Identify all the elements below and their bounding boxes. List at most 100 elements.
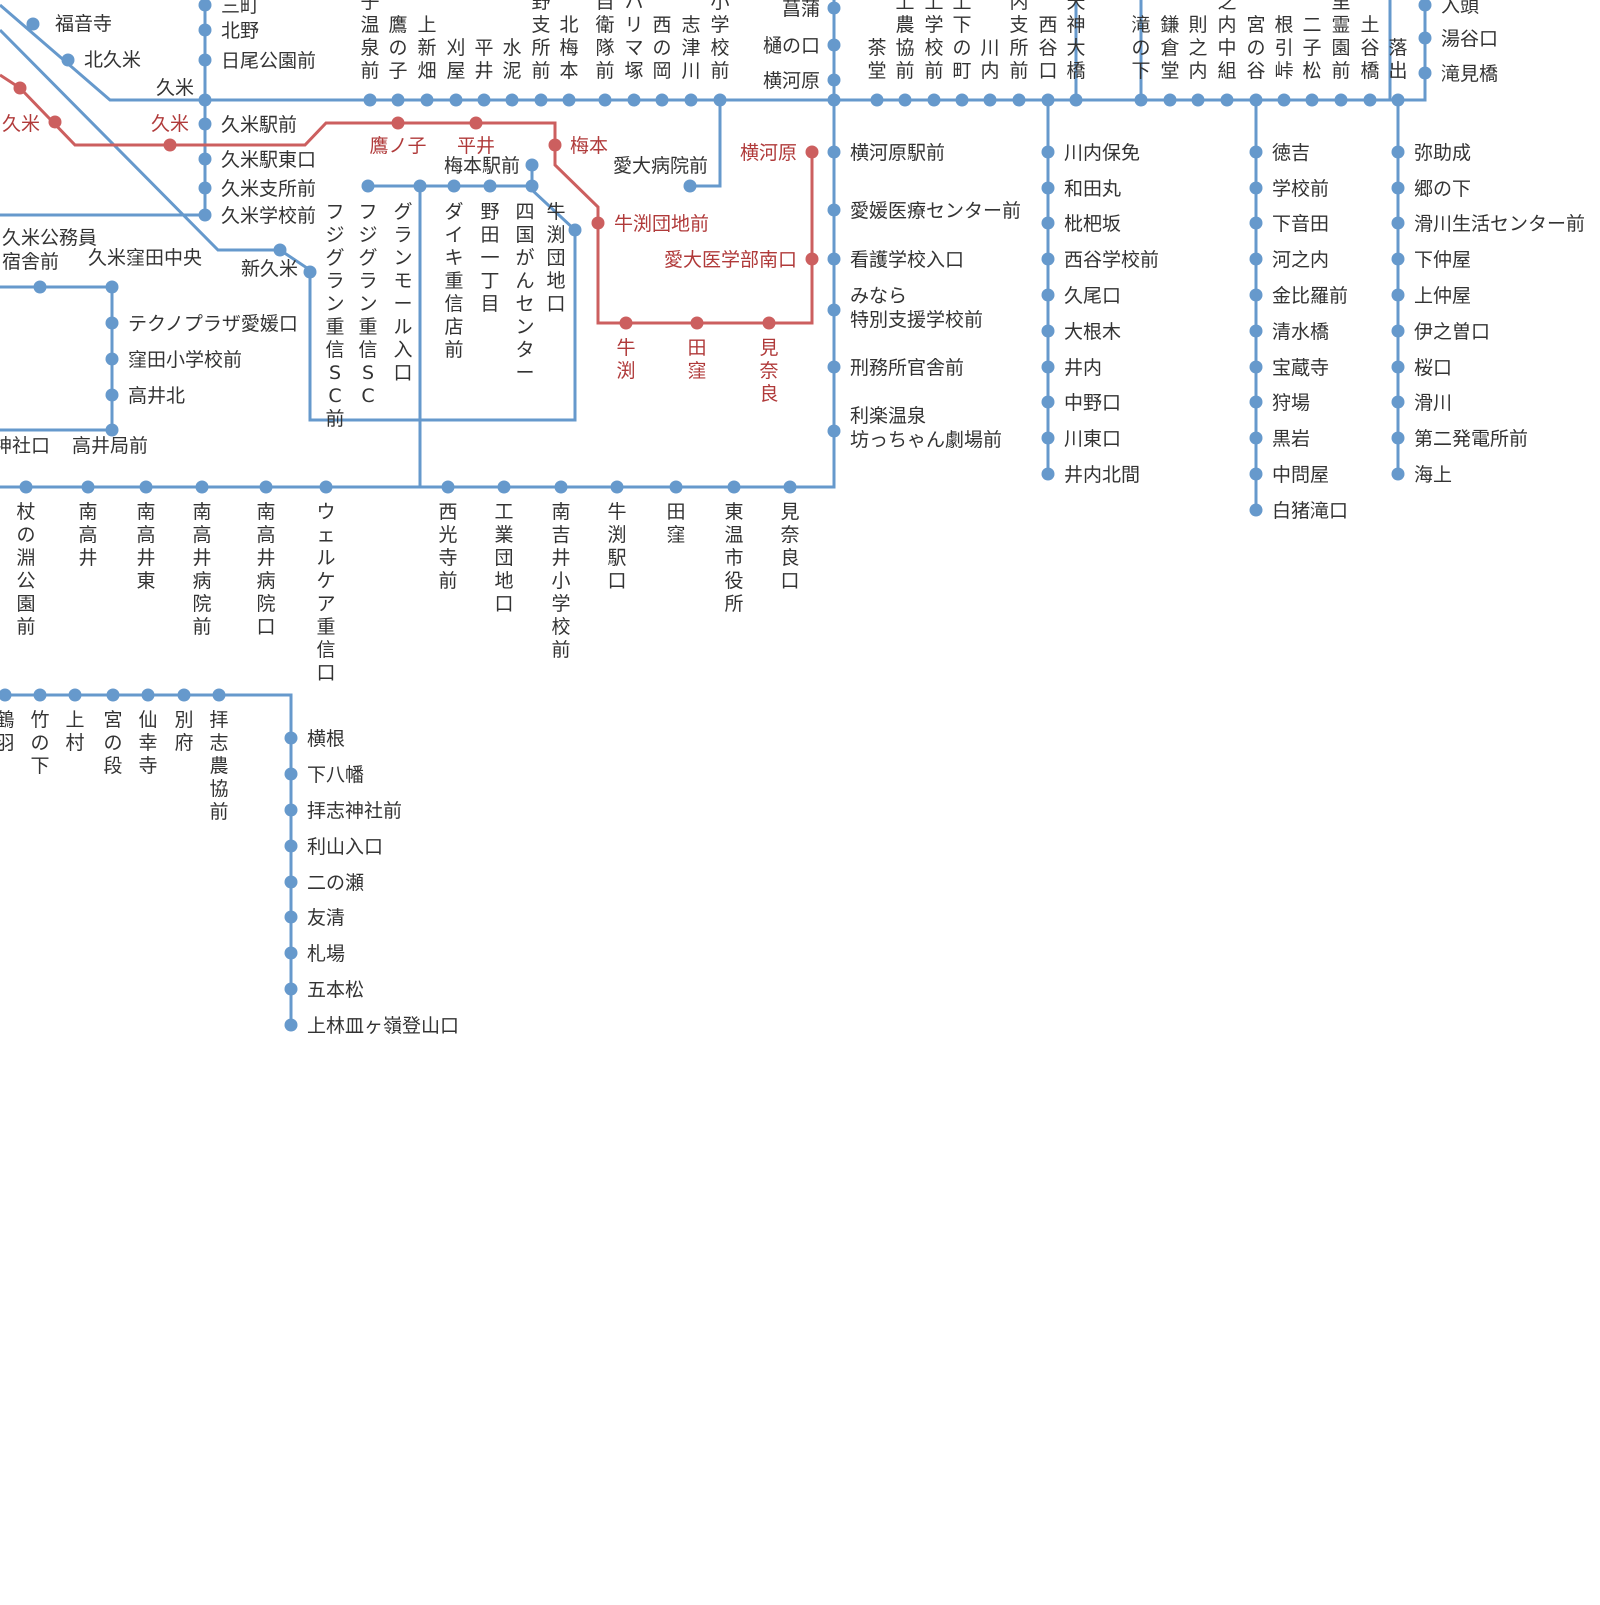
stop-marker[interactable]	[1305, 93, 1319, 107]
stop-marker[interactable]	[198, 93, 212, 107]
stop-marker[interactable]	[1249, 360, 1263, 374]
stop-marker[interactable]	[827, 145, 841, 159]
stop-marker[interactable]	[827, 252, 841, 266]
stop-marker[interactable]	[1249, 252, 1263, 266]
stop-marker[interactable]	[1041, 360, 1055, 374]
stop-marker[interactable]	[1249, 288, 1263, 302]
stop-marker[interactable]	[713, 93, 727, 107]
stop-marker[interactable]	[1418, 0, 1432, 12]
stop-marker[interactable]	[105, 352, 119, 366]
stop-marker[interactable]	[1391, 467, 1405, 481]
stop-marker[interactable]	[598, 93, 612, 107]
stop-marker[interactable]	[870, 93, 884, 107]
rail-station-marker[interactable]	[762, 316, 776, 330]
stop-marker[interactable]	[1391, 93, 1405, 107]
stop-marker[interactable]	[1134, 93, 1148, 107]
stop-marker[interactable]	[1220, 93, 1234, 107]
stop-marker[interactable]	[1163, 93, 1177, 107]
stop-marker[interactable]	[198, 53, 212, 67]
stop-marker[interactable]	[105, 423, 119, 437]
stop-marker[interactable]	[1363, 93, 1377, 107]
stop-marker[interactable]	[827, 38, 841, 52]
stop-marker[interactable]	[568, 223, 582, 237]
stop-marker[interactable]	[1391, 324, 1405, 338]
rail-station-marker[interactable]	[48, 115, 62, 129]
stop-marker[interactable]	[827, 203, 841, 217]
stop-marker[interactable]	[1391, 252, 1405, 266]
stop-marker[interactable]	[284, 946, 298, 960]
rail-station-marker[interactable]	[163, 138, 177, 152]
stop-marker[interactable]	[259, 480, 273, 494]
stop-marker[interactable]	[505, 93, 519, 107]
stop-marker[interactable]	[26, 17, 40, 31]
stop-marker[interactable]	[33, 280, 47, 294]
stop-marker[interactable]	[898, 93, 912, 107]
stop-marker[interactable]	[319, 480, 333, 494]
rail-station-marker[interactable]	[391, 116, 405, 130]
stop-marker[interactable]	[1249, 431, 1263, 445]
rail-station-marker[interactable]	[805, 252, 819, 266]
stop-marker[interactable]	[534, 93, 548, 107]
stop-marker[interactable]	[1391, 395, 1405, 409]
stop-marker[interactable]	[284, 803, 298, 817]
stop-marker[interactable]	[1041, 324, 1055, 338]
stop-marker[interactable]	[1249, 467, 1263, 481]
stop-marker[interactable]	[955, 93, 969, 107]
stop-marker[interactable]	[363, 93, 377, 107]
stop-marker[interactable]	[105, 388, 119, 402]
stop-marker[interactable]	[447, 179, 461, 193]
stop-marker[interactable]	[554, 480, 568, 494]
stop-marker[interactable]	[303, 265, 317, 279]
stop-marker[interactable]	[1249, 181, 1263, 195]
stop-marker[interactable]	[391, 93, 405, 107]
rail-station-marker[interactable]	[690, 316, 704, 330]
stop-marker[interactable]	[1391, 145, 1405, 159]
stop-marker[interactable]	[669, 480, 683, 494]
stop-marker[interactable]	[1391, 216, 1405, 230]
stop-marker[interactable]	[927, 93, 941, 107]
stop-marker[interactable]	[684, 93, 698, 107]
stop-marker[interactable]	[1418, 31, 1432, 45]
stop-marker[interactable]	[627, 93, 641, 107]
stop-marker[interactable]	[1041, 93, 1055, 107]
rail-station-marker[interactable]	[13, 81, 27, 95]
stop-marker[interactable]	[413, 179, 427, 193]
rail-station-marker[interactable]	[619, 316, 633, 330]
stop-marker[interactable]	[983, 93, 997, 107]
stop-marker[interactable]	[1191, 93, 1205, 107]
stop-marker[interactable]	[827, 360, 841, 374]
stop-marker[interactable]	[420, 93, 434, 107]
stop-marker[interactable]	[284, 731, 298, 745]
stop-marker[interactable]	[212, 688, 226, 702]
stop-marker[interactable]	[1041, 252, 1055, 266]
stop-marker[interactable]	[1041, 467, 1055, 481]
stop-marker[interactable]	[827, 73, 841, 87]
stop-marker[interactable]	[1249, 216, 1263, 230]
stop-marker[interactable]	[284, 982, 298, 996]
stop-marker[interactable]	[284, 1018, 298, 1032]
stop-marker[interactable]	[273, 243, 287, 257]
stop-marker[interactable]	[827, 303, 841, 317]
stop-marker[interactable]	[827, 1, 841, 15]
stop-marker[interactable]	[198, 23, 212, 37]
stop-marker[interactable]	[284, 839, 298, 853]
stop-marker[interactable]	[1391, 431, 1405, 445]
stop-marker[interactable]	[1391, 288, 1405, 302]
stop-marker[interactable]	[1391, 181, 1405, 195]
stop-marker[interactable]	[0, 688, 12, 702]
rail-station-marker[interactable]	[591, 216, 605, 230]
rail-station-marker[interactable]	[469, 116, 483, 130]
stop-marker[interactable]	[1334, 93, 1348, 107]
stop-marker[interactable]	[1391, 360, 1405, 374]
stop-marker[interactable]	[1041, 395, 1055, 409]
stop-marker[interactable]	[1041, 181, 1055, 195]
stop-marker[interactable]	[106, 688, 120, 702]
stop-marker[interactable]	[655, 93, 669, 107]
stop-marker[interactable]	[141, 688, 155, 702]
stop-marker[interactable]	[1249, 503, 1263, 517]
stop-marker[interactable]	[441, 480, 455, 494]
stop-marker[interactable]	[198, 152, 212, 166]
stop-marker[interactable]	[198, 208, 212, 222]
stop-marker[interactable]	[1041, 145, 1055, 159]
stop-marker[interactable]	[525, 179, 539, 193]
